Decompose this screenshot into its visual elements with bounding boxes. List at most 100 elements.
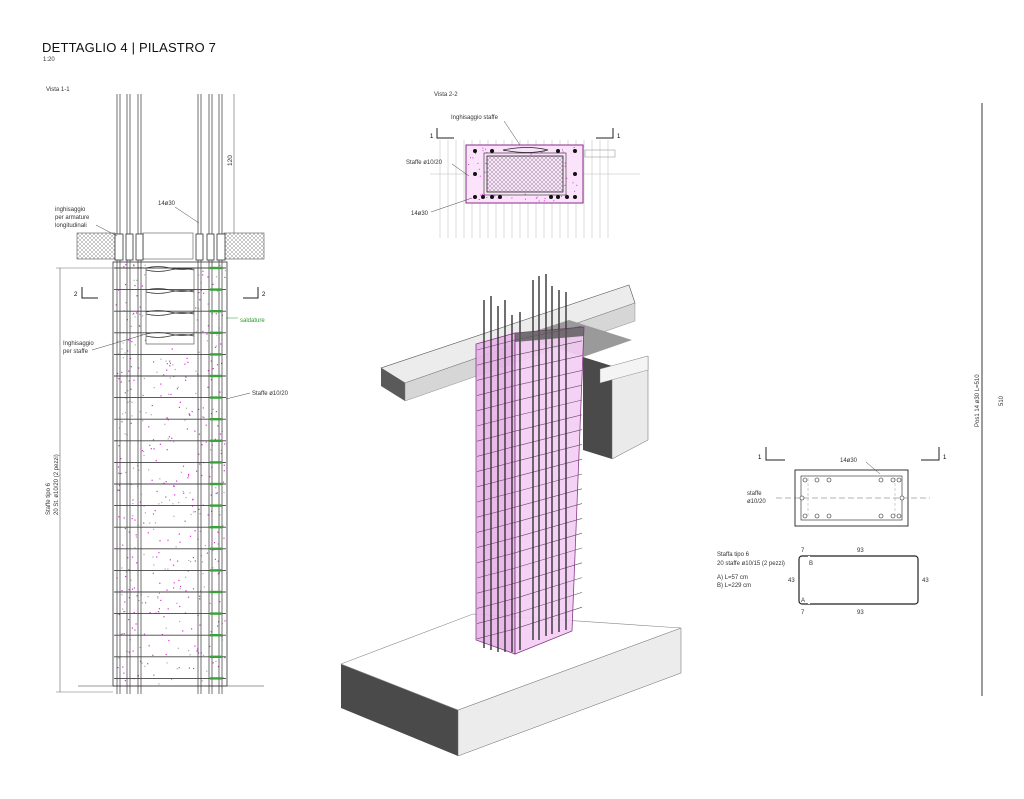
speckle-dot [134, 519, 136, 521]
speckle-dot [176, 602, 178, 604]
speckle-dot [118, 378, 120, 380]
speckle-dot [132, 650, 134, 652]
speckle-dot [123, 634, 125, 636]
speckle-dot [217, 425, 219, 427]
speckle-dot [222, 677, 224, 679]
speckle-dot [122, 544, 124, 546]
speckle-dot [138, 600, 140, 602]
speckle-dot [157, 596, 159, 598]
section-mark-left [765, 447, 785, 461]
speckle-dot [206, 552, 208, 554]
stirrup-anchor-label-2: per staffe [63, 349, 89, 355]
speckle-dot [145, 339, 147, 341]
speckle-dot [131, 415, 133, 417]
speckle-dot [185, 496, 187, 499]
speckle-dot [207, 276, 209, 278]
speckle-dot [199, 463, 201, 465]
speckle-dot [142, 420, 144, 422]
speckle-dot [524, 198, 526, 200]
speckle-dot [198, 292, 200, 294]
speckle-dot [209, 602, 211, 604]
weld-mark [210, 612, 222, 615]
section-1-1: 1 1 14ø30 staffe ø10/20 [747, 447, 947, 527]
longitudinal-bars [116, 94, 223, 694]
speckle-dot [148, 469, 150, 471]
speckle-dot [220, 452, 222, 455]
stirrup-anchor-label-1: Inghisaggio [63, 341, 94, 347]
speckle-dot [169, 365, 171, 367]
speckle-dot [173, 375, 175, 378]
speckle-dot [135, 536, 137, 538]
plan-bar [498, 195, 502, 199]
speckle-dot [202, 573, 204, 575]
speckle-dot [210, 631, 212, 633]
speckle-dot [153, 448, 155, 450]
speckle-dot [188, 667, 190, 669]
speckle-dot [172, 503, 174, 505]
speckle-dot [120, 634, 122, 636]
speckle-dot [221, 362, 223, 364]
speckle-dot [153, 674, 155, 676]
speckle-dot [149, 612, 151, 614]
speckle-dot [136, 312, 138, 314]
side-label-1: Staffe tipo 6 [46, 482, 52, 515]
speckle-dot [212, 408, 214, 410]
speckle-dot [210, 360, 212, 362]
speckle-dot [132, 467, 135, 469]
speckle-dot [202, 407, 204, 409]
speckle-dot [472, 157, 474, 159]
plan-anchor-label: Inghisaggio staffe [451, 115, 499, 121]
plan-bar [490, 149, 494, 153]
plan-bar [490, 195, 494, 199]
speckle-dot [128, 619, 130, 621]
weld-mark [210, 655, 222, 658]
speckle-dot [117, 466, 120, 468]
speckle-dot [167, 568, 169, 570]
speckle-dot [572, 182, 574, 184]
stirrup-anchor-leader [91, 333, 147, 351]
speckle-dot [185, 407, 188, 409]
speckle-dot [184, 419, 186, 421]
speckle-dot [150, 448, 152, 450]
speckle-dot [147, 596, 149, 598]
dim-short-left: 43 [788, 578, 795, 584]
speckle-dot [207, 303, 209, 305]
speckle-dot [219, 433, 222, 435]
speckle-dot [163, 374, 165, 376]
stirrups-label: Staffe ø10/20 [252, 391, 289, 397]
speckle-dot [193, 667, 195, 670]
speckle-dot [118, 445, 120, 447]
plan-bars-label: 14ø30 [411, 211, 429, 217]
stirrup-length-b: B) L=229 cm [717, 583, 751, 589]
weld-mark [210, 504, 222, 507]
speckle-dot [202, 274, 204, 276]
section-bar [890, 513, 896, 519]
speckle-dot [127, 401, 129, 403]
section-mark-right [921, 447, 940, 461]
speckle-dot [192, 557, 194, 559]
speckle-dot [171, 678, 173, 681]
speckle-dot [202, 416, 204, 418]
speckle-dot [216, 492, 218, 494]
speckle-dot [470, 157, 471, 159]
speckle-dot [117, 372, 119, 375]
speckle-dot [168, 639, 170, 642]
stirrups-elevation [114, 266, 226, 680]
speckle-dot [222, 481, 225, 483]
speckle-dot [195, 392, 197, 395]
plan-core [486, 155, 564, 193]
speckle-dot [198, 351, 200, 353]
stirrups-leader [225, 392, 251, 400]
weld-mark [210, 526, 222, 529]
speckle-dot [147, 663, 149, 665]
speckle-dot [124, 433, 126, 435]
speckle-dot [187, 477, 189, 479]
speckle-dot [212, 549, 214, 551]
pos-label: Pos1 14 ø30 L=510 [975, 374, 981, 427]
speckle-dot [197, 652, 200, 654]
speckle-dot [201, 561, 204, 563]
speckle-dot [201, 474, 203, 477]
speckle-dot [143, 633, 146, 635]
speckle-dot [122, 666, 124, 668]
